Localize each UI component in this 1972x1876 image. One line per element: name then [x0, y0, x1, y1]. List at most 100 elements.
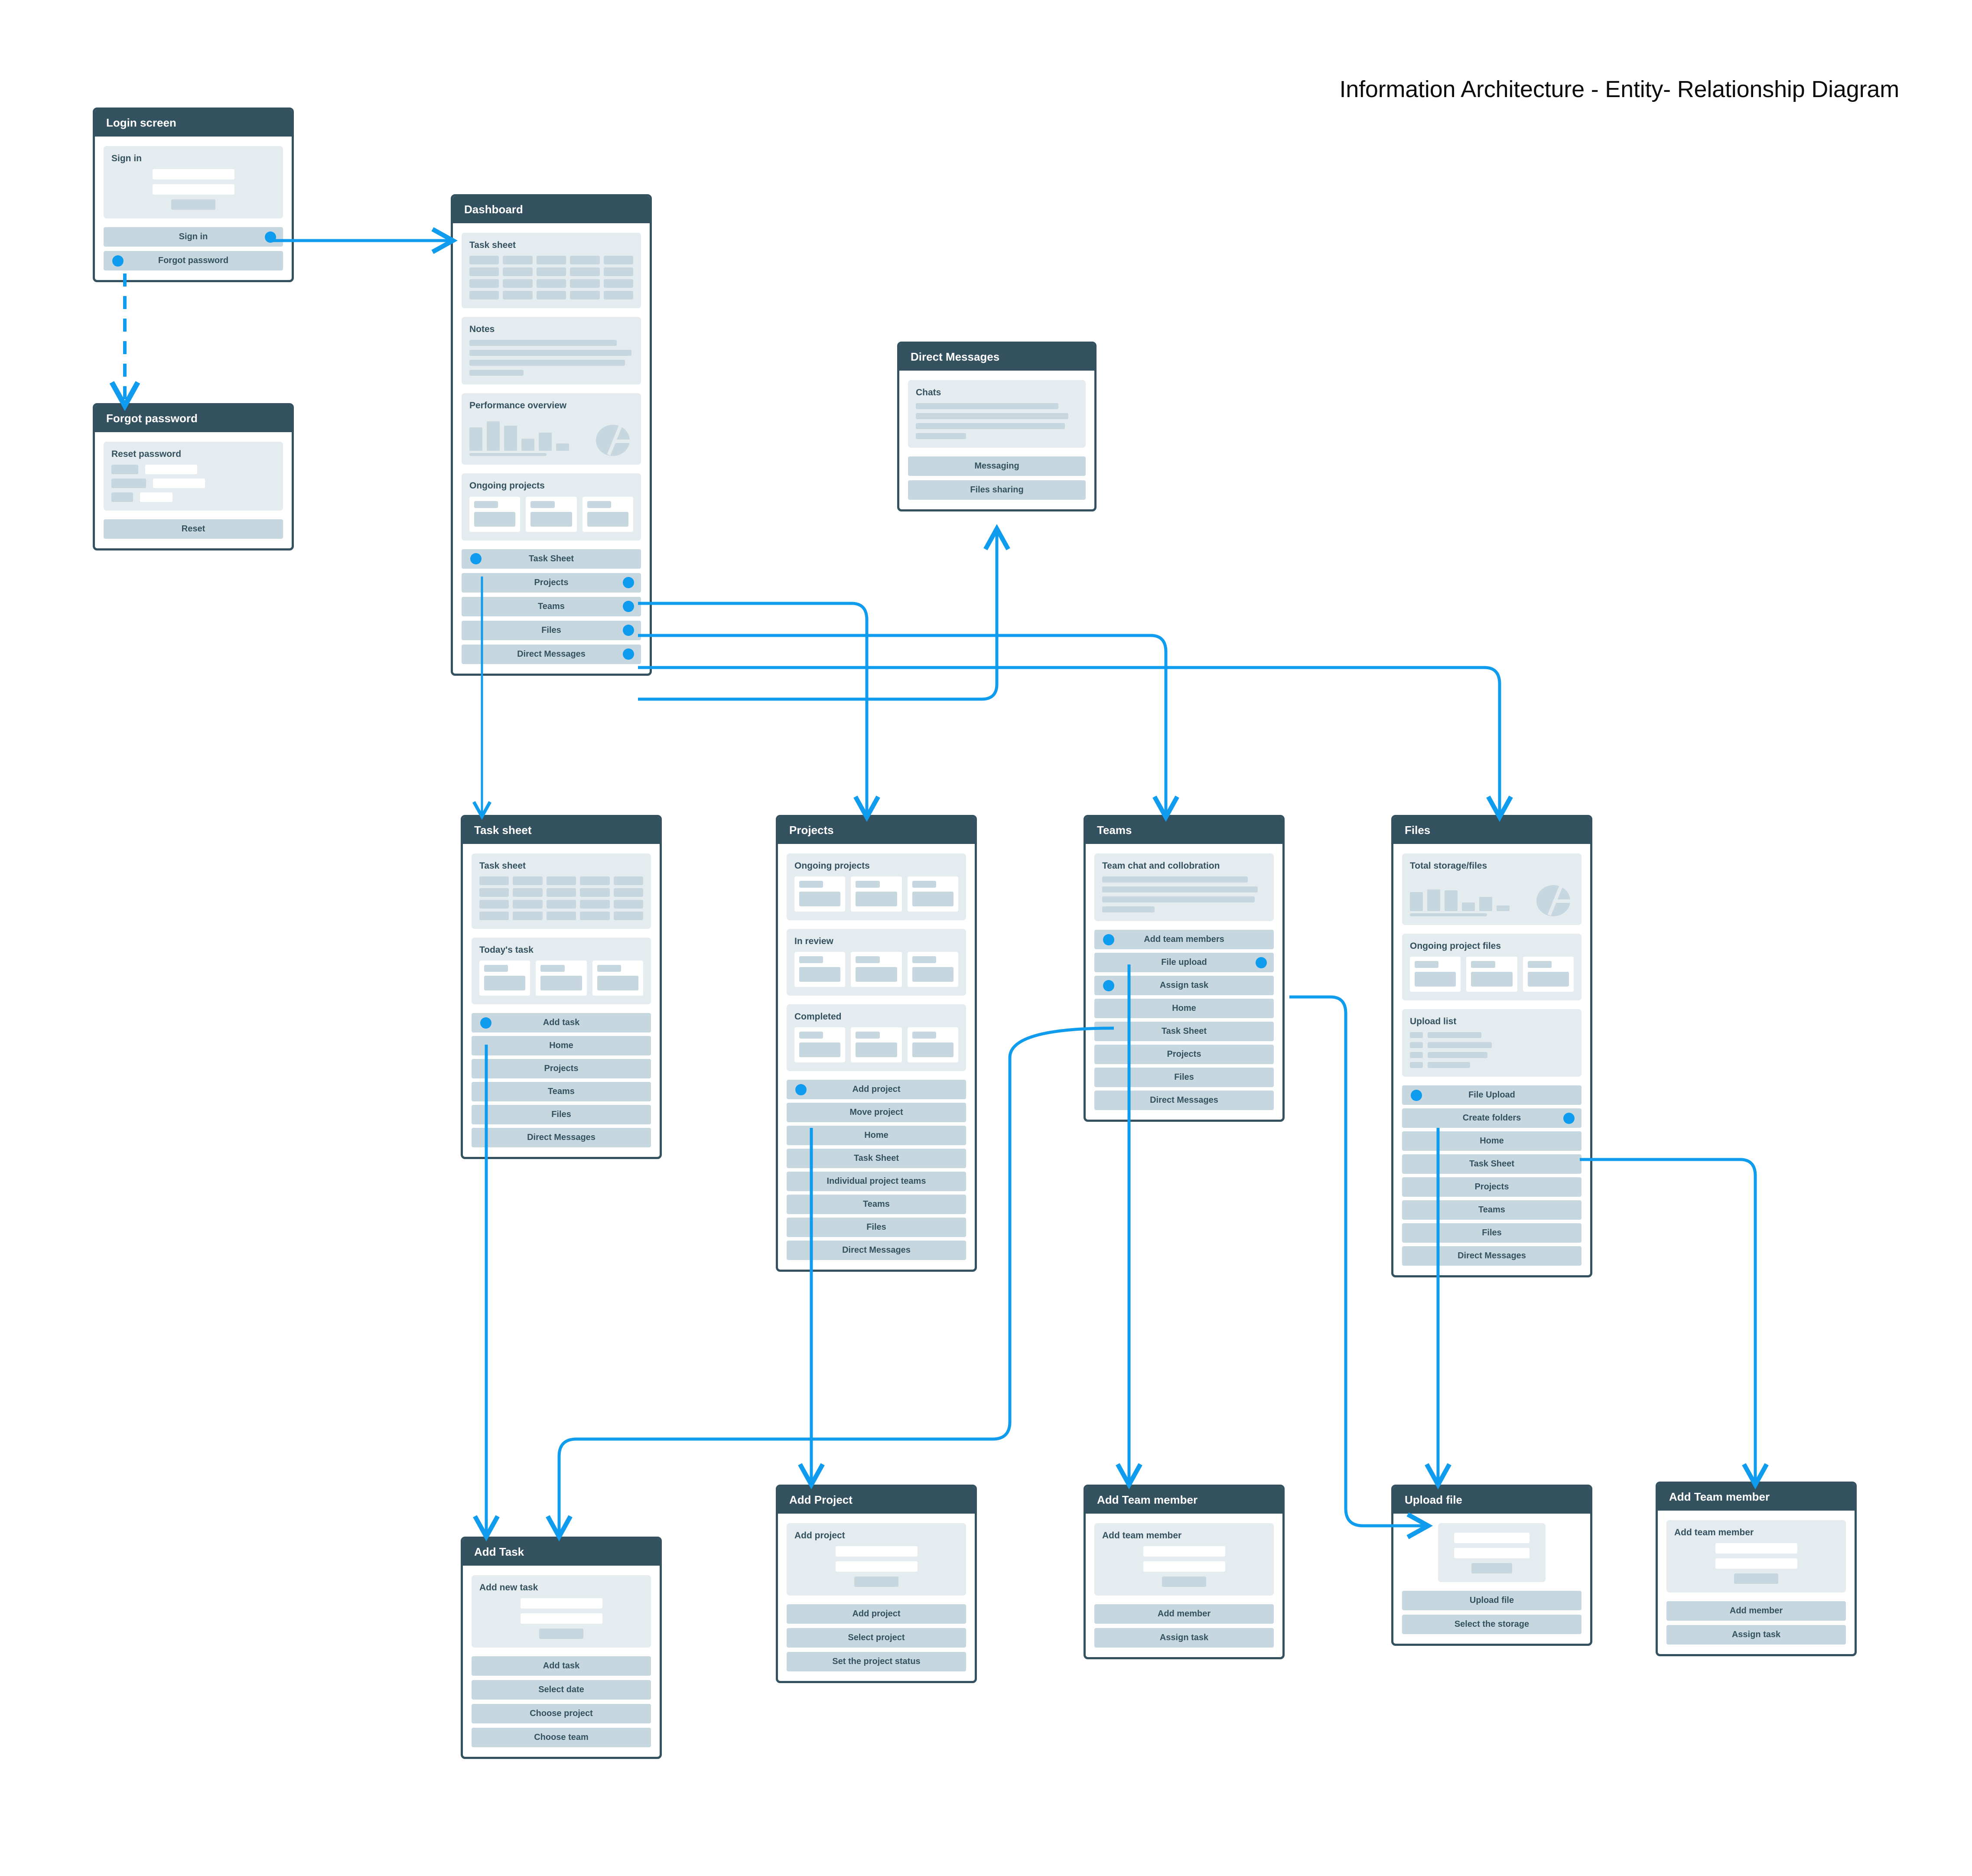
project-tile[interactable] [582, 496, 633, 532]
project-tile[interactable] [469, 496, 521, 532]
task-tile[interactable] [536, 961, 587, 996]
nav-task-sheet[interactable]: Task Sheet [462, 549, 641, 569]
card-title: Add Task [463, 1539, 660, 1566]
nav-task-sheet[interactable]: Task Sheet [1094, 1022, 1274, 1042]
project-tile[interactable] [907, 1027, 958, 1063]
nav-projects[interactable]: Projects [1402, 1177, 1582, 1197]
reset-input-2[interactable] [153, 479, 205, 489]
nav-teams[interactable]: Teams [472, 1082, 651, 1102]
nav-files[interactable]: Files [787, 1218, 966, 1238]
add-team-members-button[interactable]: Add team members [1094, 930, 1274, 950]
project-tile[interactable] [794, 1027, 846, 1063]
project-tile[interactable] [907, 876, 958, 912]
individual-project-teams-button[interactable]: Individual project teams [787, 1172, 966, 1192]
task-tile[interactable] [479, 961, 530, 996]
member-name-field[interactable] [1715, 1543, 1797, 1554]
file-upload-button[interactable]: File Upload [1402, 1085, 1582, 1105]
project-tile[interactable] [794, 876, 846, 912]
nav-direct-messages[interactable]: Direct Messages [787, 1241, 966, 1260]
select-project-button[interactable]: Select project [787, 1628, 966, 1648]
nav-projects[interactable]: Projects [1094, 1045, 1274, 1065]
project-tile[interactable] [794, 952, 846, 987]
nav-direct-messages[interactable]: Direct Messages [1094, 1091, 1274, 1111]
panel-upload-list: Upload list [1402, 1009, 1582, 1077]
nav-files[interactable]: Files [472, 1105, 651, 1125]
submit-placeholder-button[interactable] [854, 1576, 899, 1587]
assign-task-button[interactable]: Assign task [1094, 1628, 1274, 1648]
nav-projects[interactable]: Projects [472, 1059, 651, 1079]
nav-teams[interactable]: Teams [1402, 1200, 1582, 1220]
file-tile[interactable] [1523, 957, 1574, 992]
submit-placeholder-button[interactable] [1162, 1576, 1207, 1587]
project-tile[interactable] [851, 1027, 902, 1063]
sign-in-button[interactable]: Sign in [104, 227, 283, 247]
nav-home[interactable]: Home [472, 1036, 651, 1056]
nav-home[interactable]: Home [1094, 999, 1274, 1019]
file-tile[interactable] [1410, 957, 1461, 992]
nav-home[interactable]: Home [1402, 1131, 1582, 1151]
nav-direct-messages[interactable]: Direct Messages [1402, 1246, 1582, 1266]
card-title: Projects [778, 817, 975, 844]
panel-title: Notes [469, 324, 495, 335]
nav-direct-messages[interactable]: Direct Messages [462, 644, 641, 664]
files-sharing-button[interactable]: Files sharing [908, 480, 1086, 500]
nav-home[interactable]: Home [787, 1126, 966, 1146]
add-member-button[interactable]: Add member [1094, 1604, 1274, 1624]
reset-input-3[interactable] [140, 492, 172, 502]
choose-team-button[interactable]: Choose team [472, 1728, 651, 1748]
panel-ongoing-project-files: Ongoing project files [1402, 934, 1582, 1001]
reset-button[interactable]: Reset [104, 519, 283, 539]
forgot-password-button[interactable]: Forgot password [104, 251, 283, 271]
member-name-field[interactable] [1143, 1546, 1225, 1557]
project-name-field[interactable] [835, 1546, 918, 1557]
file-path-field[interactable] [1454, 1547, 1530, 1558]
nav-direct-messages[interactable]: Direct Messages [472, 1128, 651, 1148]
file-upload-button[interactable]: File upload [1094, 953, 1274, 973]
task-name-field[interactable] [520, 1598, 602, 1609]
nav-files[interactable]: Files [1094, 1068, 1274, 1088]
submit-placeholder-button[interactable] [1471, 1563, 1512, 1573]
password-field[interactable] [152, 184, 234, 195]
move-project-button[interactable]: Move project [787, 1103, 966, 1123]
file-tile[interactable] [1466, 957, 1517, 992]
project-tile[interactable] [526, 496, 577, 532]
submit-placeholder-button[interactable] [171, 199, 216, 210]
file-name-field[interactable] [1454, 1532, 1530, 1543]
nav-files[interactable]: Files [1402, 1223, 1582, 1243]
project-tile[interactable] [851, 952, 902, 987]
project-tile[interactable] [907, 952, 958, 987]
project-detail-field[interactable] [835, 1561, 918, 1572]
nav-task-sheet[interactable]: Task Sheet [1402, 1154, 1582, 1174]
add-project-button[interactable]: Add project [787, 1604, 966, 1624]
assign-task-button[interactable]: Assign task [1666, 1625, 1846, 1645]
username-field[interactable] [152, 169, 234, 180]
nav-teams[interactable]: Teams [787, 1195, 966, 1215]
add-task-button[interactable]: Add task [472, 1656, 651, 1676]
select-storage-button[interactable]: Select the storage [1402, 1614, 1582, 1634]
add-project-button[interactable]: Add project [787, 1080, 966, 1100]
nav-files[interactable]: Files [462, 620, 641, 640]
connector-dot-task-sheet [470, 553, 482, 565]
choose-project-button[interactable]: Choose project [472, 1704, 651, 1724]
add-member-button[interactable]: Add member [1666, 1601, 1846, 1621]
panel-ongoing-projects: Ongoing projects [787, 853, 966, 921]
nav-teams[interactable]: Teams [462, 596, 641, 616]
nav-task-sheet[interactable]: Task Sheet [787, 1149, 966, 1169]
create-folders-button[interactable]: Create folders [1402, 1108, 1582, 1128]
project-tile[interactable] [851, 876, 902, 912]
member-email-field[interactable] [1715, 1558, 1797, 1569]
task-detail-field[interactable] [520, 1613, 602, 1624]
select-date-button[interactable]: Select date [472, 1680, 651, 1700]
messaging-button[interactable]: Messaging [908, 456, 1086, 476]
reset-input-1[interactable] [145, 465, 197, 475]
upload-file-button[interactable]: Upload file [1402, 1590, 1582, 1610]
task-tile[interactable] [592, 961, 643, 996]
add-task-button[interactable]: Add task [472, 1013, 651, 1033]
submit-placeholder-button[interactable] [539, 1628, 584, 1639]
member-email-field[interactable] [1143, 1561, 1225, 1572]
panel-title: Completed [794, 1012, 842, 1022]
set-project-status-button[interactable]: Set the project status [787, 1652, 966, 1672]
nav-projects[interactable]: Projects [462, 573, 641, 593]
submit-placeholder-button[interactable] [1734, 1573, 1779, 1584]
assign-task-button[interactable]: Assign task [1094, 976, 1274, 996]
